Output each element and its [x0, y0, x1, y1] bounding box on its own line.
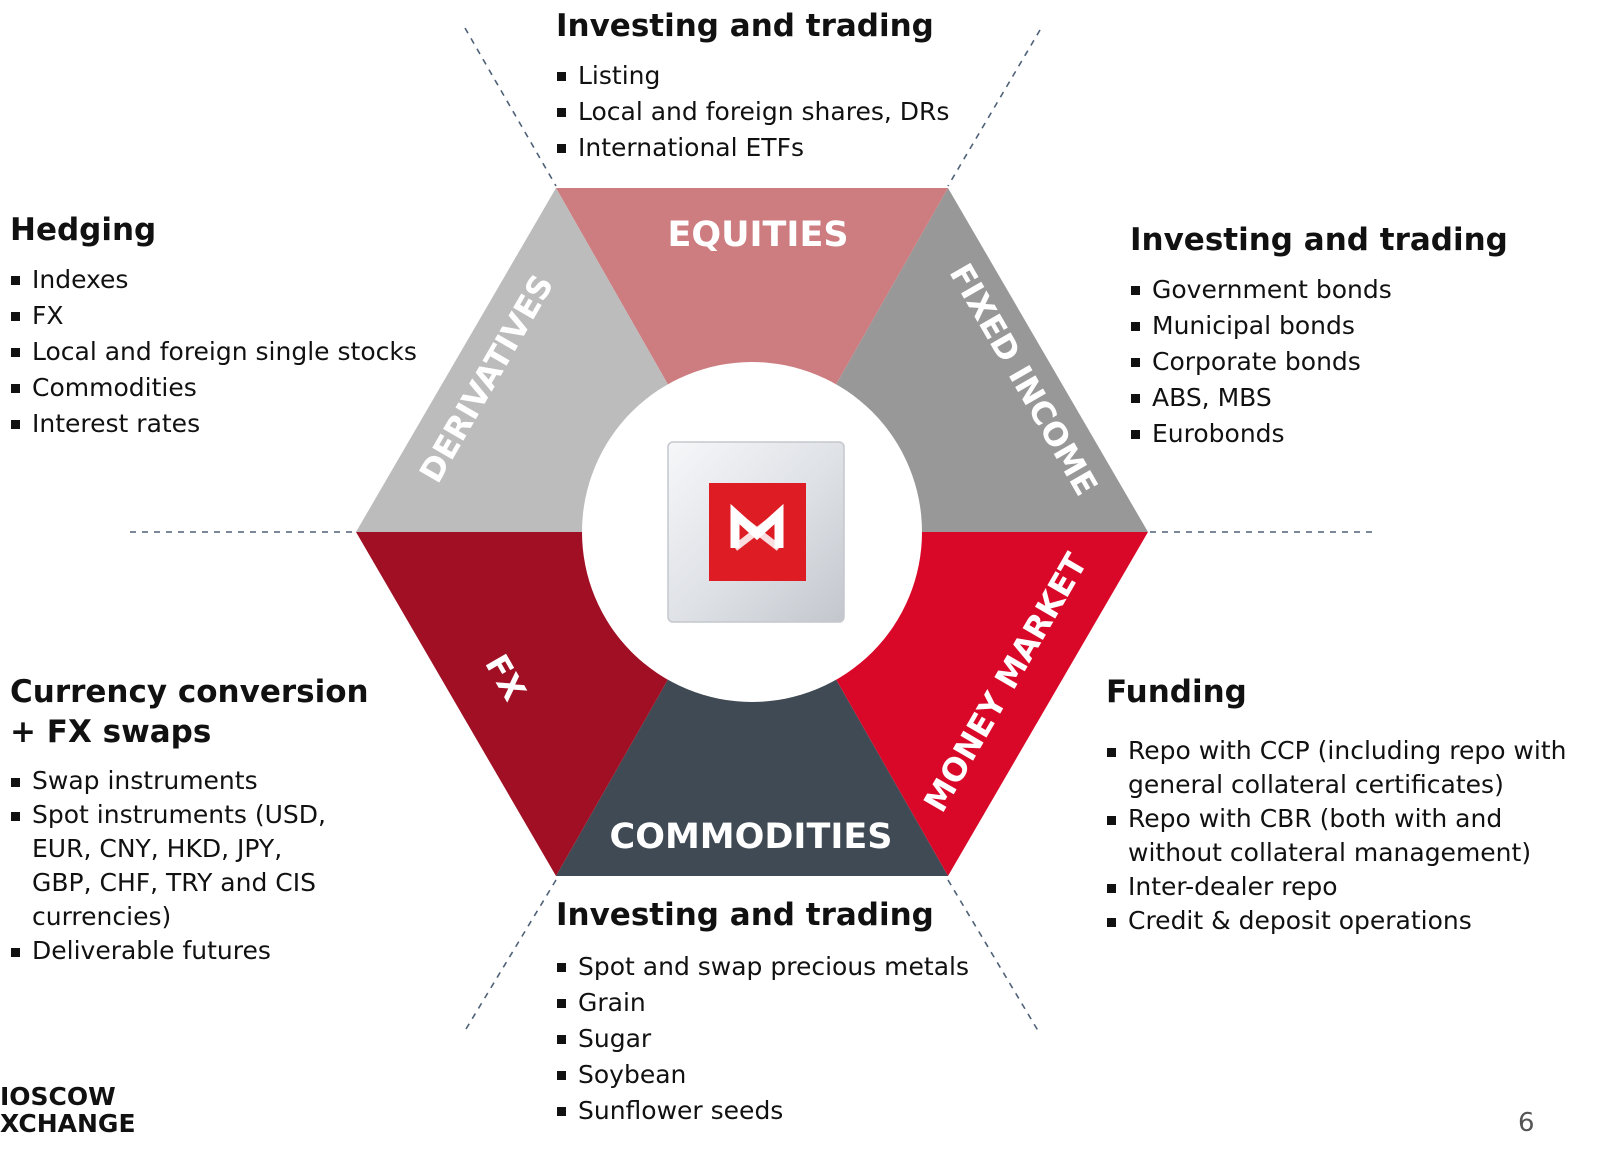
block-commodities-info: Investing and trading Spot and swap prec…: [556, 895, 969, 1129]
bullet-list: Listing Local and foreign shares, DRs In…: [556, 58, 949, 166]
moex-logo-icon: [667, 441, 845, 623]
block-title: Hedging: [10, 212, 157, 248]
list-item: Listing: [556, 58, 949, 94]
list-item: Municipal bonds: [1130, 308, 1508, 344]
segment-equities: [556, 188, 948, 532]
block-money-market-info: Funding Repo with CCP (including repo wi…: [1106, 672, 1586, 938]
bullet-list: Government bonds Municipal bonds Corpora…: [1130, 272, 1508, 452]
block-equities-info: Investing and trading Listing Local and …: [556, 6, 949, 166]
list-item: Grain: [556, 985, 969, 1021]
page-number: 6: [1518, 1108, 1535, 1138]
list-item: Local and foreign shares, DRs: [556, 94, 949, 130]
divider-bottom-right: [947, 879, 1041, 1035]
block-title: Investing and trading: [556, 8, 934, 44]
moscow-exchange-logo: IOSCOW XCHANGE: [0, 1083, 136, 1137]
list-item: Interest rates: [10, 406, 417, 442]
list-item: Repo with CBR (both with and without col…: [1106, 802, 1586, 870]
bullet-list: Spot and swap precious metals Grain Suga…: [556, 949, 969, 1129]
list-item: Sugar: [556, 1021, 969, 1057]
block-title-line2: + FX swaps: [10, 714, 212, 750]
list-item: FX: [10, 298, 417, 334]
list-item: Local and foreign single stocks: [10, 334, 417, 370]
label-equities: EQUITIES: [667, 215, 848, 255]
list-item: Deliverable futures: [10, 934, 340, 968]
bullet-list: Indexes FX Local and foreign single stoc…: [10, 262, 417, 442]
list-item: Spot instruments (USD, EUR, CNY, HKD, JP…: [10, 798, 340, 934]
divider-bottom-left: [462, 879, 557, 1035]
logo-line2: XCHANGE: [0, 1109, 136, 1138]
list-item: ABS, MBS: [1130, 380, 1508, 416]
list-item: Indexes: [10, 262, 417, 298]
list-item: Sunflower seeds: [556, 1093, 969, 1129]
label-commodities: COMMODITIES: [610, 817, 893, 857]
list-item: Corporate bonds: [1130, 344, 1508, 380]
list-item: Credit & deposit operations: [1106, 904, 1586, 938]
block-title: Investing and trading: [1130, 222, 1508, 258]
bullet-list: Swap instruments Spot instruments (USD, …: [10, 764, 340, 968]
list-item: International ETFs: [556, 130, 949, 166]
list-item: Repo with CCP (including repo with gener…: [1106, 734, 1586, 802]
list-item: Soybean: [556, 1057, 969, 1093]
logo-line1: IOSCOW: [0, 1082, 116, 1111]
divider-top-left: [464, 27, 557, 187]
block-fx-info: Currency conversion + FX swaps Swap inst…: [10, 672, 430, 968]
segment-commodities: [556, 532, 948, 876]
divider-lines: [130, 27, 1378, 1035]
list-item: Spot and swap precious metals: [556, 949, 969, 985]
block-derivatives-info: Hedging Indexes FX Local and foreign sin…: [10, 210, 417, 442]
block-title-line1: Currency conversion: [10, 674, 369, 710]
block-fixed-income-info: Investing and trading Government bonds M…: [1130, 220, 1508, 452]
block-title: Funding: [1106, 674, 1247, 710]
bullet-list: Repo with CCP (including repo with gener…: [1106, 734, 1586, 938]
list-item: Commodities: [10, 370, 417, 406]
list-item: Inter-dealer repo: [1106, 870, 1586, 904]
block-title: Investing and trading: [556, 897, 934, 933]
list-item: Government bonds: [1130, 272, 1508, 308]
list-item: Eurobonds: [1130, 416, 1508, 452]
divider-top-right: [947, 29, 1041, 187]
block-title: Currency conversion + FX swaps: [10, 672, 430, 752]
list-item: Swap instruments: [10, 764, 340, 798]
